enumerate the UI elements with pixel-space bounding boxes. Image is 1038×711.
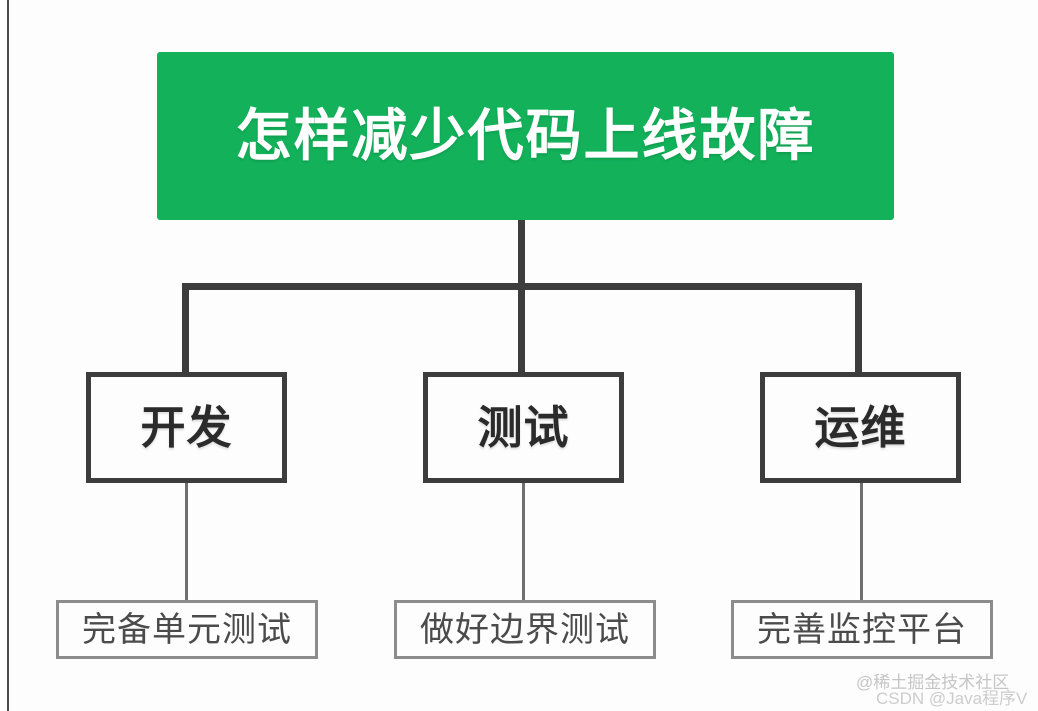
role-node-development[interactable]: 开发 — [86, 372, 287, 483]
page-edge-rule — [7, 0, 9, 711]
connector-development-to-unit-test — [185, 483, 188, 601]
connector-testing-to-boundary-test — [522, 483, 525, 601]
role-node-operations-label: 运维 — [814, 402, 907, 453]
watermark-csdn: CSDN @Java程序V — [876, 689, 1028, 708]
practice-node-unit-test[interactable]: 完备单元测试 — [56, 600, 318, 659]
practice-node-monitoring-platform-label: 完善监控平台 — [757, 610, 967, 649]
role-node-development-label: 开发 — [140, 402, 233, 453]
practice-node-boundary-test-label: 做好边界测试 — [420, 610, 630, 649]
role-node-testing[interactable]: 测试 — [423, 372, 624, 483]
practice-node-unit-test-label: 完备单元测试 — [82, 610, 292, 649]
connector-drop-to-operations — [855, 283, 862, 373]
root-node-title[interactable]: 怎样减少代码上线故障 — [157, 52, 894, 220]
connector-drop-to-testing — [518, 283, 525, 373]
role-node-testing-label: 测试 — [477, 402, 570, 453]
role-node-operations[interactable]: 运维 — [760, 372, 961, 483]
watermark-juejin: @稀土掘金技术社区 — [856, 673, 1010, 692]
connector-operations-to-monitoring — [860, 483, 863, 601]
practice-node-boundary-test[interactable]: 做好边界测试 — [394, 600, 656, 659]
connector-root-stem — [518, 220, 525, 290]
practice-node-monitoring-platform[interactable]: 完善监控平台 — [731, 600, 993, 659]
connector-drop-to-development — [182, 283, 189, 373]
root-node-label: 怎样减少代码上线故障 — [235, 104, 816, 167]
